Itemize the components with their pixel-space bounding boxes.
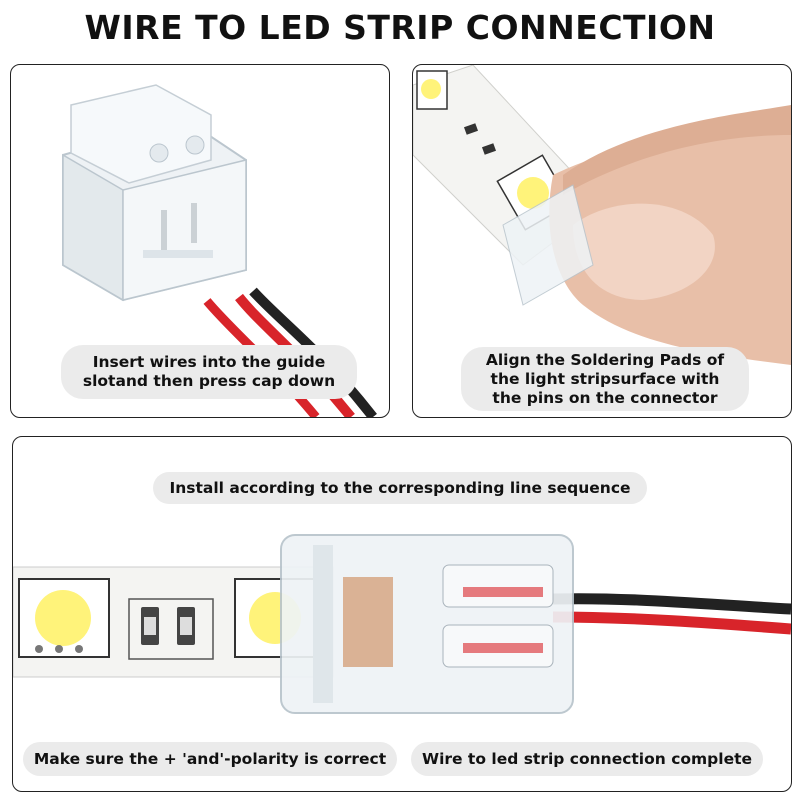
caption-line: slotand then press cap down <box>82 372 336 390</box>
panel-insert-wires: Insert wires into the guide slotand then… <box>10 64 390 418</box>
caption-install-sequence: Install according to the corresponding l… <box>153 472 647 504</box>
caption-polarity: Make sure the + 'and'-polarity is correc… <box>23 742 397 776</box>
connector-body <box>62 84 247 302</box>
red-wire <box>552 611 791 635</box>
resistor <box>481 143 497 155</box>
caption-line: the pins on the connector <box>492 388 718 407</box>
copper-pins <box>343 577 393 667</box>
caption-line: the light stripsurface with <box>490 369 720 388</box>
panel-align-pads: Align the Soldering Pads of the light st… <box>412 64 792 418</box>
black-wire <box>552 593 791 615</box>
panel-install-sequence: Install according to the corresponding l… <box>12 436 792 792</box>
caption-line: Insert wires into the guide <box>92 353 326 371</box>
fingernail <box>573 203 715 300</box>
resistor <box>463 123 479 135</box>
connector-closed <box>280 534 574 714</box>
black-wire <box>249 287 377 417</box>
finger-press-illustration <box>413 65 791 365</box>
led-yellow <box>35 590 91 646</box>
caption-insert-wires: Insert wires into the guide slotand then… <box>61 345 357 399</box>
connector-open-illustration <box>62 84 377 417</box>
caption-complete: Wire to led strip connection complete <box>411 742 763 776</box>
caption-align-pads: Align the Soldering Pads of the light st… <box>461 347 749 411</box>
connected-strip-illustration <box>13 534 791 714</box>
led-yellow <box>421 79 441 99</box>
page-title: WIRE TO LED STRIP CONNECTION <box>84 8 716 47</box>
caption-line: Align the Soldering Pads of <box>485 350 725 369</box>
